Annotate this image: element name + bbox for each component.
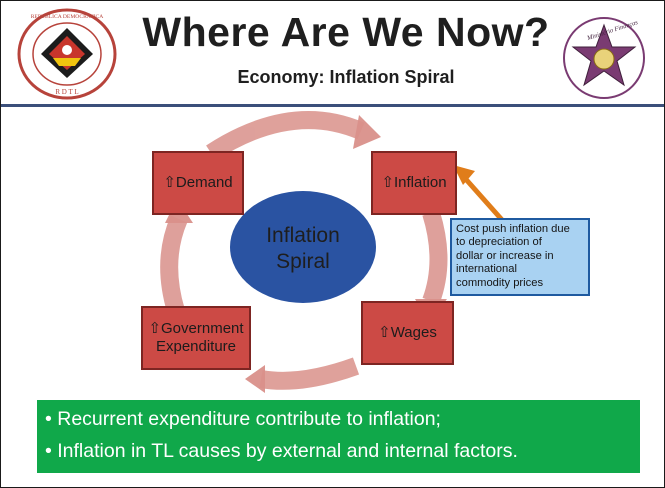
arrow-wages-to-government bbox=[259, 357, 360, 390]
center-label: Inflation Spiral bbox=[238, 223, 368, 275]
node-government-expenditure: ⇧Government Expenditure bbox=[141, 306, 251, 370]
svg-text:R D T L: R D T L bbox=[55, 88, 78, 96]
callout-line2: to depreciation of bbox=[456, 236, 542, 249]
slide-title: Where Are We Now? bbox=[142, 9, 550, 55]
center-label-line2: Spiral bbox=[276, 250, 330, 273]
node-wages-label: ⇧Wages bbox=[378, 324, 437, 341]
center-circle bbox=[230, 191, 376, 303]
cycle-arrows bbox=[160, 111, 448, 390]
node-government-label-line1: ⇧Government bbox=[148, 320, 244, 337]
arrowhead-inflation bbox=[353, 115, 381, 149]
ministerio-financas-emblem-icon: Ministério Finanças bbox=[563, 17, 645, 99]
center-label-line1: Inflation bbox=[266, 224, 340, 247]
callout-line4: international bbox=[456, 263, 517, 276]
node-demand: ⇧Demand bbox=[152, 151, 244, 215]
arrow-government-to-demand bbox=[160, 215, 188, 314]
timor-leste-seal-icon: R D T L REPUBLICA DEMOCRATICA bbox=[17, 8, 117, 100]
svg-text:REPUBLICA DEMOCRATICA: REPUBLICA DEMOCRATICA bbox=[31, 14, 104, 20]
header-divider bbox=[1, 104, 664, 107]
callout-line5: commodity prices bbox=[456, 276, 544, 289]
inflation-spiral-diagram bbox=[160, 111, 505, 393]
node-demand-label: ⇧Demand bbox=[163, 174, 233, 191]
callout-arrow bbox=[453, 165, 505, 223]
callout-line1: Cost push inflation due bbox=[456, 223, 570, 235]
arrow-demand-to-inflation bbox=[206, 111, 365, 161]
node-government-label-line2: Expenditure bbox=[155, 338, 237, 355]
header: R D T L REPUBLICA DEMOCRATICA Where Are … bbox=[1, 1, 664, 104]
callout-line3: dollar or increase in bbox=[456, 249, 554, 262]
cost-push-callout: Cost push inflation due to depreciation … bbox=[450, 218, 590, 296]
bullet-1: • Recurrent expenditure contribute to in… bbox=[45, 408, 441, 430]
arrowhead-government bbox=[245, 365, 265, 393]
node-wages: ⇧Wages bbox=[361, 301, 454, 365]
bullet-band: • Recurrent expenditure contribute to in… bbox=[37, 400, 640, 473]
node-inflation-label: ⇧Inflation bbox=[381, 174, 447, 191]
node-inflation: ⇧Inflation bbox=[371, 151, 457, 215]
slide-subtitle: Economy: Inflation Spiral bbox=[237, 67, 455, 87]
arrow-inflation-to-wages bbox=[422, 210, 448, 305]
bullet-2: • Inflation in TL causes by external and… bbox=[45, 440, 518, 462]
